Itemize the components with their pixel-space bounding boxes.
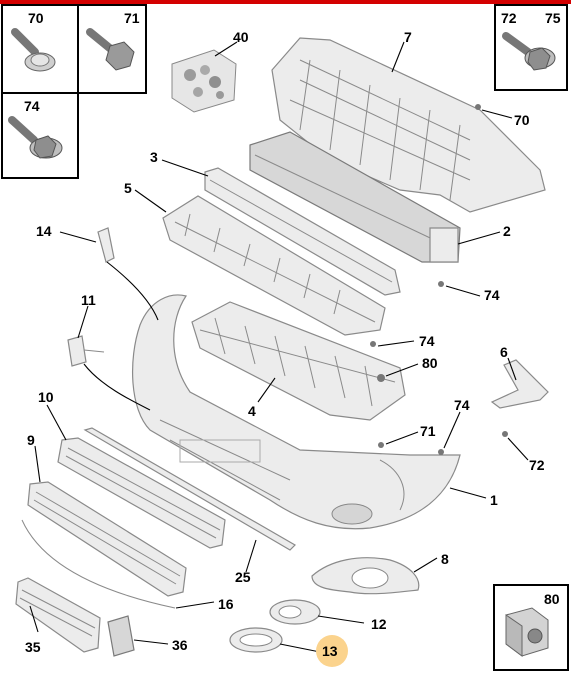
bumper-cover-1 xyxy=(132,294,461,530)
screw-74-small-a-icon xyxy=(438,281,444,287)
fastener-box-80 xyxy=(493,584,569,671)
label-72-box: 72 xyxy=(501,10,517,26)
label-25: 25 xyxy=(235,569,251,585)
screw-70-small-icon xyxy=(475,104,481,110)
label-72: 72 xyxy=(529,457,545,473)
lower-grille-9 xyxy=(27,481,187,597)
label-2: 2 xyxy=(503,223,511,239)
grille-10 xyxy=(57,437,226,549)
label-70: 70 xyxy=(514,112,530,128)
label-8: 8 xyxy=(441,551,449,567)
label-35: 35 xyxy=(25,639,41,655)
label-11: 11 xyxy=(81,292,96,308)
label-14: 14 xyxy=(36,223,52,239)
leader-lines xyxy=(29,41,529,653)
label-74-a: 74 xyxy=(484,287,500,303)
screw-74-small-b-icon xyxy=(370,341,376,347)
label-75-box: 75 xyxy=(545,10,561,26)
part-labels: 70 71 74 72 75 80 40 7 70 3 5 2 14 74 11… xyxy=(24,10,561,659)
impact-beam-2 xyxy=(249,131,461,263)
label-5: 5 xyxy=(124,180,132,196)
screw-71-icon xyxy=(86,28,135,71)
header-bar xyxy=(0,0,571,4)
label-74-box: 74 xyxy=(24,98,40,114)
fastener-box-71 xyxy=(77,4,147,94)
clip-kit-40 xyxy=(171,49,237,113)
label-40: 40 xyxy=(233,29,249,45)
label-36: 36 xyxy=(172,637,188,653)
lower-absorber-5 xyxy=(162,195,386,336)
fog-lamp-12 xyxy=(269,599,321,625)
label-74-c: 74 xyxy=(454,397,470,413)
screw-70-icon xyxy=(11,28,56,72)
trim-ring-13 xyxy=(229,627,283,653)
label-70-box: 70 xyxy=(28,10,44,26)
label-13: 13 xyxy=(322,643,338,659)
label-6: 6 xyxy=(500,344,508,360)
fastener-box-74 xyxy=(1,92,79,179)
undertray-4 xyxy=(191,301,406,421)
screw-72-icon xyxy=(502,32,556,71)
label-71: 71 xyxy=(420,423,436,439)
trim-strip-25 xyxy=(83,427,296,551)
label-4: 4 xyxy=(248,403,256,419)
bracket-11 xyxy=(67,335,105,367)
label-74-b: 74 xyxy=(419,333,435,349)
screw-71-small-icon xyxy=(378,442,384,448)
fastener-box-70 xyxy=(1,4,79,94)
screw-74-icon xyxy=(8,116,63,159)
small-grille-35 xyxy=(15,577,101,653)
clip-nut-80-icon xyxy=(505,607,549,657)
fog-bezel-8 xyxy=(311,557,420,595)
label-12: 12 xyxy=(371,616,387,632)
label-10: 10 xyxy=(38,389,54,405)
label-7: 7 xyxy=(404,29,412,45)
label-80: 80 xyxy=(422,355,438,371)
screw-72-small-icon xyxy=(502,431,508,437)
label-71-box: 71 xyxy=(124,10,140,26)
label-3: 3 xyxy=(150,149,158,165)
label-9: 9 xyxy=(27,432,35,448)
bracket-14 xyxy=(97,227,115,263)
screw-74-small-c-icon xyxy=(438,449,444,455)
highlight-13-marker xyxy=(316,635,348,667)
clip-80-small-icon xyxy=(377,374,385,382)
label-16: 16 xyxy=(218,596,234,612)
side-bracket-6 xyxy=(490,359,549,409)
label-80-box: 80 xyxy=(544,591,560,607)
moulding-16 xyxy=(21,519,176,609)
bracket-36 xyxy=(107,615,135,657)
fastener-box-72-75 xyxy=(494,4,568,91)
upper-absorber-3 xyxy=(204,167,401,296)
label-1: 1 xyxy=(490,492,498,508)
